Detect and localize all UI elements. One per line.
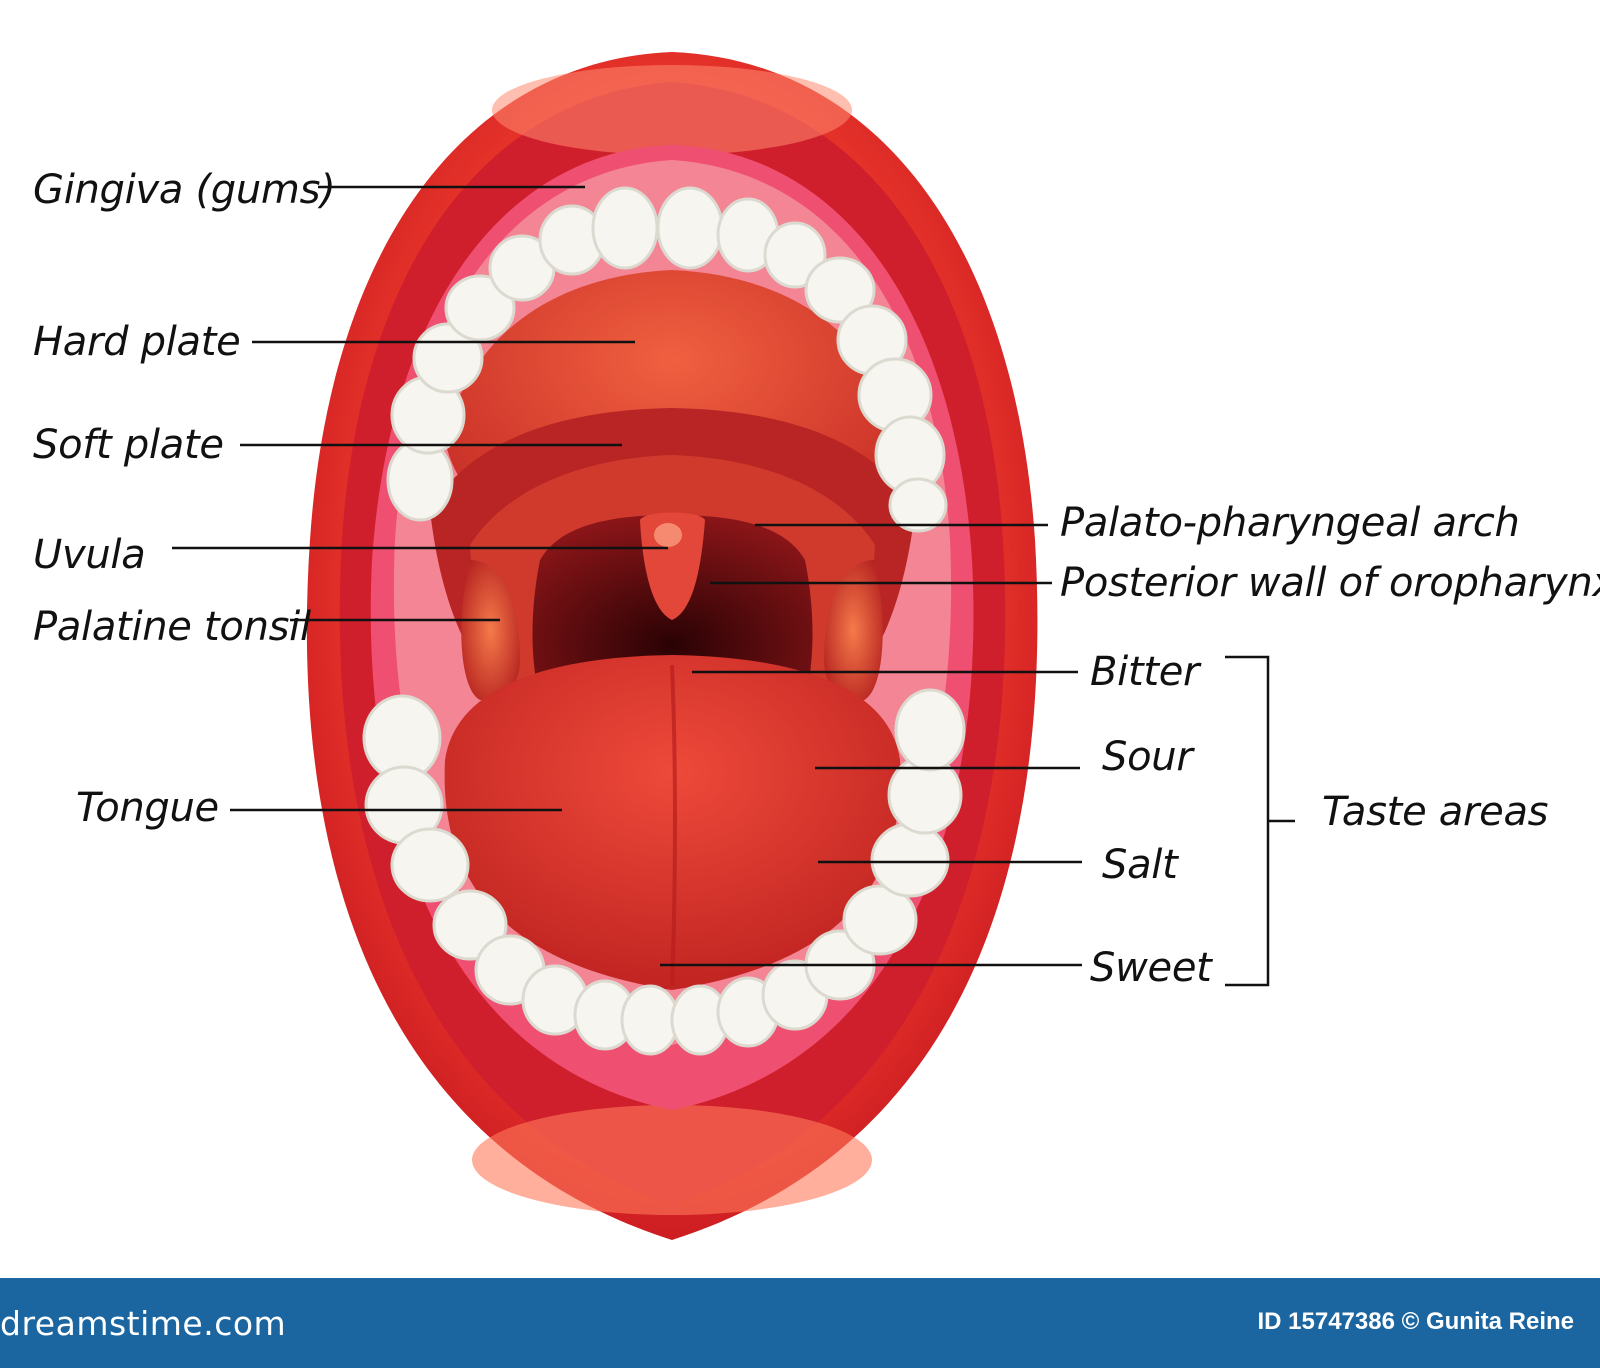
label-taste-areas: Taste areas xyxy=(1322,789,1549,835)
upper-teeth xyxy=(386,186,948,533)
label-palatine-tonsil: Palatine tonsil xyxy=(33,604,311,650)
uvula-highlight xyxy=(654,523,682,547)
footer-bar: dreamstime.com ID 15747386 © Gunita Rein… xyxy=(0,1278,1600,1368)
leader-lines xyxy=(172,185,1295,987)
mouth-diagram: Gingiva (gums) Hard plate Soft plate Uvu… xyxy=(33,52,1600,1240)
label-bitter: Bitter xyxy=(1090,649,1200,695)
label-hard-plate: Hard plate xyxy=(33,319,241,365)
lower-lip-highlight xyxy=(472,1105,872,1215)
taste-bracket xyxy=(1225,655,1295,987)
footer-credit: ID 15747386 © Gunita Reine xyxy=(1257,1308,1575,1335)
right-tonsil xyxy=(824,560,883,700)
label-posterior-wall: Posterior wall of oropharynx xyxy=(1060,560,1600,606)
label-sweet: Sweet xyxy=(1090,945,1212,991)
label-gingiva: Gingiva (gums) xyxy=(33,167,336,213)
lower-teeth xyxy=(362,688,966,1056)
label-salt: Salt xyxy=(1102,842,1178,888)
label-palato-arch: Palato-pharyngeal arch xyxy=(1060,500,1520,546)
mouth-illustration xyxy=(172,52,1295,1240)
tongue-groove xyxy=(670,664,677,986)
upper-lip-highlight xyxy=(492,65,852,155)
label-tongue: Tongue xyxy=(76,785,219,831)
tongue xyxy=(444,655,901,990)
label-uvula: Uvula xyxy=(33,532,146,578)
left-tonsil xyxy=(461,560,520,700)
label-soft-plate: Soft plate xyxy=(33,422,224,468)
footer-site-link[interactable]: dreamstime.com xyxy=(0,1304,287,1343)
label-sour: Sour xyxy=(1102,734,1193,780)
